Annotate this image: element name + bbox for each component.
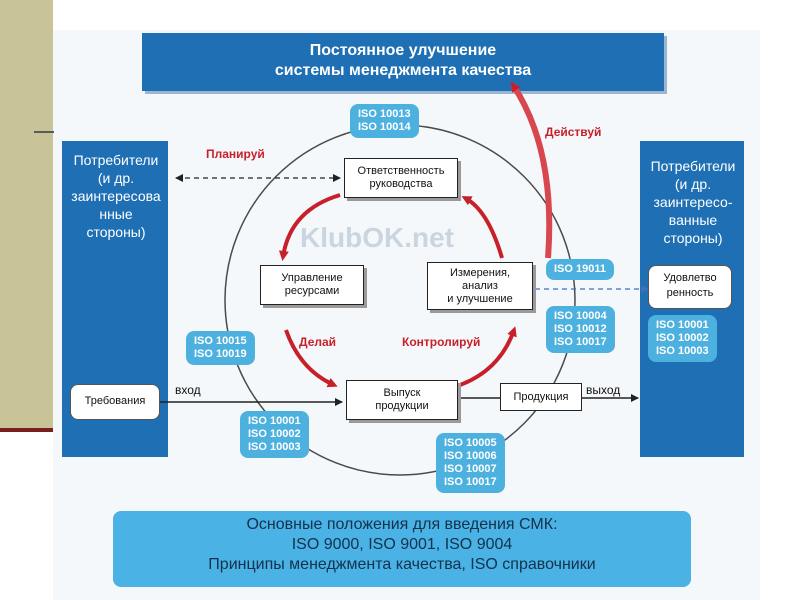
- do-arrow: [284, 329, 338, 388]
- product-realization-node: Выпуск продукции: [346, 380, 458, 420]
- satisfaction-box: Удовлетво ренность: [648, 265, 732, 309]
- resource-management-node: Управление ресурсами: [260, 265, 364, 305]
- iso-badge-right-panel: ISO 10001 ISO 10002 ISO 10003: [648, 315, 717, 362]
- slide-rule: [34, 131, 54, 133]
- slide-accent-line: [0, 428, 53, 432]
- check-arrow: [459, 326, 517, 387]
- output-label: выход: [586, 383, 621, 397]
- phase-act-label: Действуй: [545, 125, 602, 139]
- iso-badge-right-single: ISO 19011: [546, 259, 614, 280]
- header-line-2: системы менеджмента качества: [274, 62, 532, 79]
- phase-check-label: Контролируй: [402, 335, 481, 349]
- foundations-footer: Основные положения для введения СМК: ISO…: [113, 511, 691, 587]
- iso-badge-right-group: ISO 10004 ISO 10012 ISO 10017: [546, 306, 615, 353]
- iso-badge-left: ISO 10015 ISO 10019: [186, 331, 255, 365]
- act-inner-arrow: [461, 196, 504, 259]
- slide-left-strip: [0, 0, 53, 430]
- iso-badge-bottom-center: ISO 10005 ISO 10006 ISO 10007 ISO 10017: [436, 433, 505, 493]
- iso-badge-bottom-left: ISO 10001 ISO 10002 ISO 10003: [240, 411, 309, 458]
- footer-line-3: Принципы менеджмента качества, ISO справ…: [208, 556, 596, 573]
- management-responsibility-node: Ответственность руководства: [344, 158, 458, 198]
- act-outer-arrow: [510, 81, 553, 259]
- left-stakeholders-label: Потребители (и др. заинтересова нные сто…: [71, 152, 161, 240]
- satisfaction-label: Удовлетво ренность: [663, 272, 717, 299]
- header-line-1: Постоянное улучшение: [309, 42, 497, 59]
- requirements-box: Требования: [70, 384, 160, 420]
- right-stakeholders-label: Потребители (и др. заинтересо- ванные ст…: [650, 158, 736, 246]
- phase-do-label: Делай: [299, 335, 337, 349]
- watermark: KlubOK.net: [300, 222, 454, 253]
- plan-arrow: [278, 193, 341, 261]
- iso-badge-top: ISO 10013 ISO 10014: [350, 104, 419, 138]
- footer-line-2: ISO 9000, ISO 9001, ISO 9004: [291, 536, 513, 553]
- product-node: Продукция: [500, 383, 582, 411]
- header-banner: Постоянное улучшение системы менеджмента…: [142, 33, 664, 91]
- measurement-analysis-node: Измерения, анализ и улучшение: [427, 262, 533, 310]
- input-label: вход: [175, 383, 201, 397]
- phase-plan-label: Планируй: [206, 147, 265, 161]
- footer-line-1: Основные положения для введения СМК:: [246, 516, 558, 533]
